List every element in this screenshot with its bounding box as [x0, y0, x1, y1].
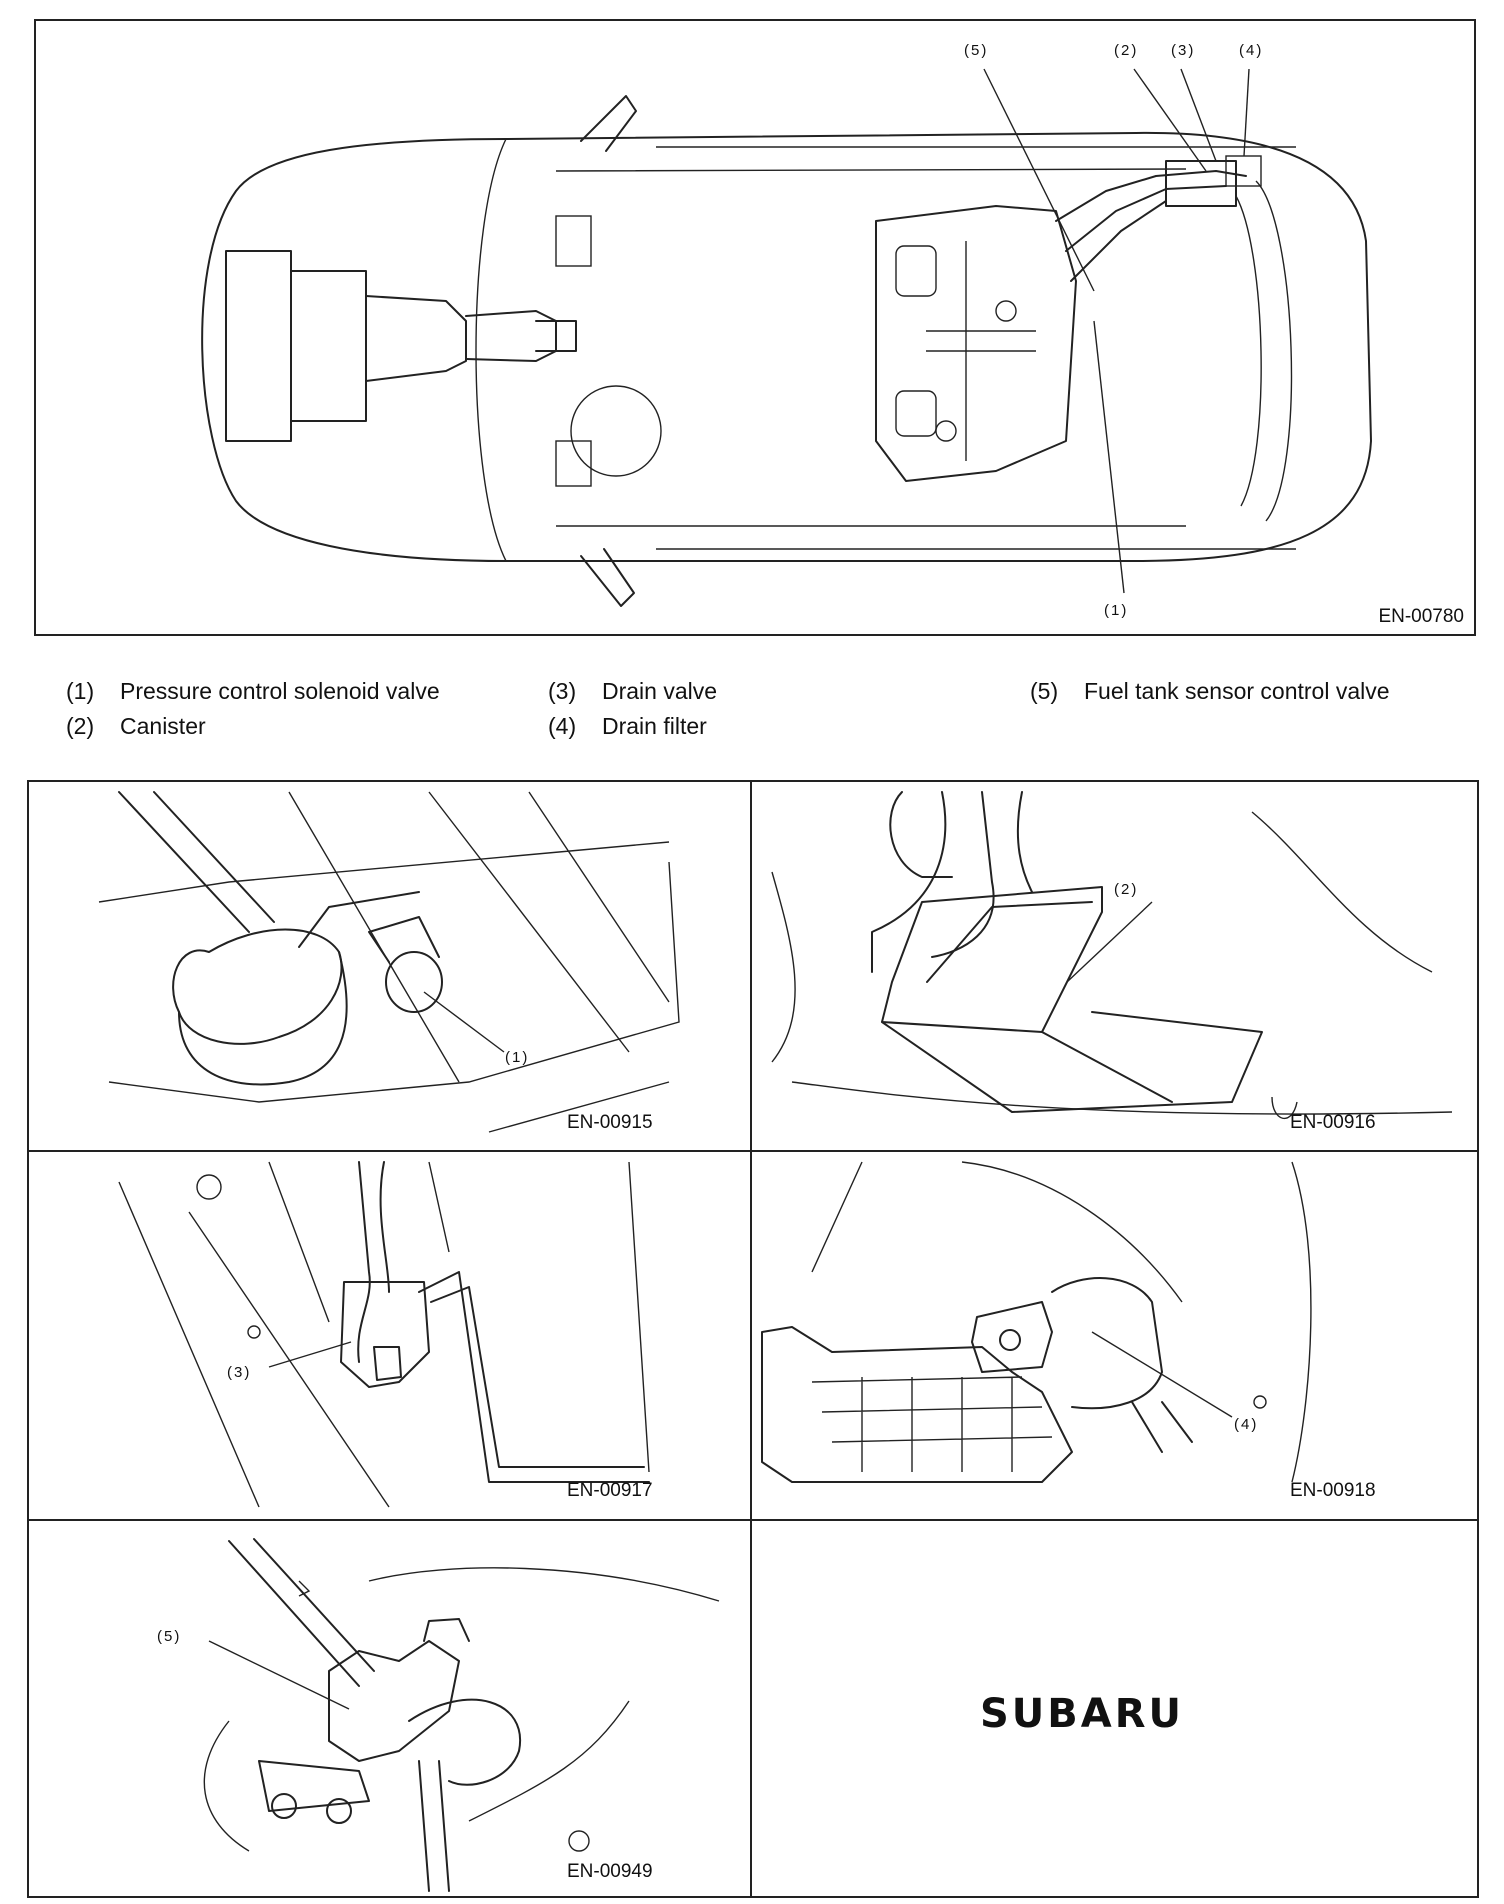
panel-1-code: EN-00915 — [567, 1112, 653, 1133]
legend-item-1: (1) Pressure control solenoid valve — [66, 678, 440, 705]
panel-1-callout: (1) — [505, 1049, 529, 1066]
panel-2-code: EN-00916 — [1290, 1112, 1376, 1133]
grid-divider-vertical — [750, 780, 752, 1898]
callout-1-label: (1) — [1104, 602, 1128, 619]
legend-text: Canister — [120, 713, 206, 739]
panel-drain-valve: (3) EN-00917 — [29, 1152, 750, 1519]
subaru-logo: SUBARU — [980, 1691, 1185, 1737]
panel-5-callout: (5) — [157, 1628, 181, 1645]
panel-4-code: EN-00918 — [1290, 1480, 1376, 1501]
legend-number: (2) — [66, 713, 95, 739]
panel-drain-filter: (4) EN-00918 — [752, 1152, 1477, 1519]
callout-4-label: (4) — [1239, 42, 1263, 59]
legend-number: (3) — [548, 678, 577, 704]
callout-3-label: (3) — [1171, 42, 1195, 59]
overview-figure: (5) (2) (3) (4) (1) EN-00780 — [34, 19, 1476, 636]
legend-number: (4) — [548, 713, 577, 739]
panel-5-code: EN-00949 — [567, 1861, 653, 1882]
panel-2-callout: (2) — [1114, 881, 1138, 898]
vehicle-underbody-diagram: (5) (2) (3) (4) (1) — [201, 42, 1372, 619]
legend-number: (5) — [1030, 678, 1059, 704]
callout-2-label: (2) — [1114, 42, 1138, 59]
legend-item-2: (2) Canister — [66, 713, 206, 740]
legend-text: Drain filter — [602, 713, 707, 739]
drain-filter-illustration: (4) — [761, 1161, 1312, 1483]
panel-pressure-control-solenoid-valve: (1) EN-00915 — [29, 782, 750, 1150]
panel-3-callout: (3) — [227, 1364, 251, 1381]
callout-5-label: (5) — [964, 42, 988, 59]
legend-item-3: (3) Drain valve — [548, 678, 717, 705]
legend-number: (1) — [66, 678, 95, 704]
grid-divider-row-1 — [27, 1150, 1479, 1152]
drain-valve-illustration: (3) — [118, 1161, 650, 1508]
panel-3-code: EN-00917 — [567, 1480, 653, 1501]
panel-canister: (2) EN-00916 — [752, 782, 1477, 1150]
legend-text: Drain valve — [602, 678, 718, 704]
sensor-control-valve-illustration: (5) — [157, 1538, 720, 1892]
detail-grid — [27, 780, 1479, 1898]
solenoid-valve-illustration: (1) — [98, 791, 680, 1133]
panel-4-callout: (4) — [1234, 1416, 1258, 1433]
panel-logo: SUBARU — [752, 1521, 1477, 1896]
grid-divider-row-2 — [27, 1519, 1479, 1521]
legend-item-4: (4) Drain filter — [548, 713, 707, 740]
canister-illustration: (2) — [771, 791, 1453, 1120]
figure-code: EN-00780 — [1378, 606, 1464, 627]
legend-text: Pressure control solenoid valve — [120, 678, 440, 704]
panel-fuel-tank-sensor-control-valve: (5) EN-00949 — [29, 1521, 750, 1896]
legend-text: Fuel tank sensor control valve — [1084, 678, 1390, 704]
legend-item-5: (5) Fuel tank sensor control valve — [1030, 678, 1390, 705]
